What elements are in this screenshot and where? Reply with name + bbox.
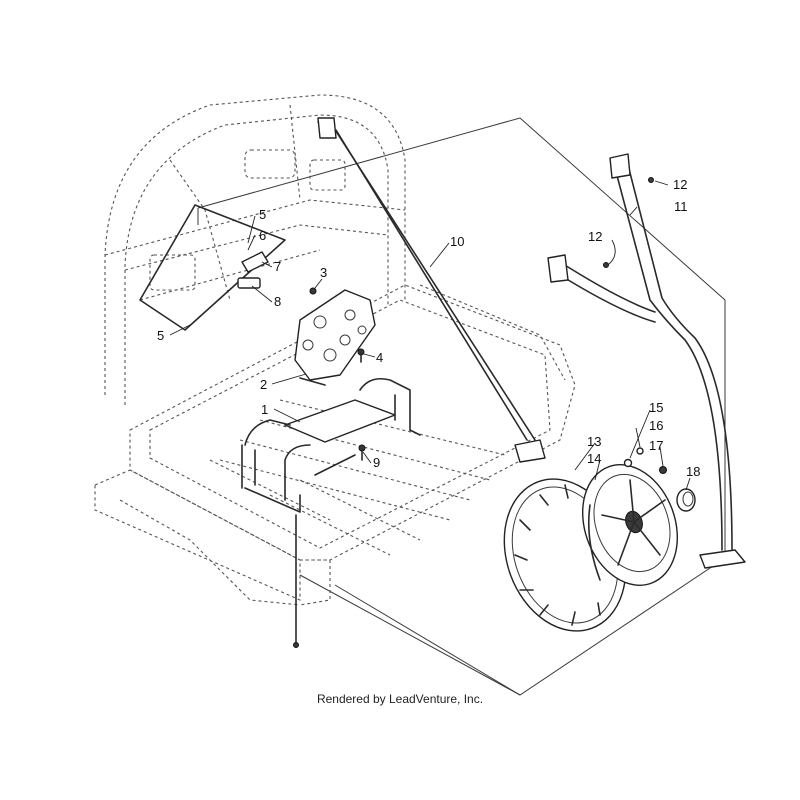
callout-8: 8 <box>274 294 281 309</box>
rear-panel <box>139 204 286 331</box>
callout-4: 4 <box>376 350 383 365</box>
frame-fastener <box>293 514 299 648</box>
callout-15: 15 <box>649 400 663 415</box>
base-frame <box>241 377 421 513</box>
mounting-plate <box>294 289 376 386</box>
callout-1: 1 <box>261 402 268 417</box>
callout-16: 16 <box>649 418 663 433</box>
carrier-bolt-lower <box>603 262 609 268</box>
callout-12b: 12 <box>588 229 602 244</box>
carrier-bolt-upper <box>648 177 654 183</box>
callout-6: 6 <box>259 228 266 243</box>
callout-14: 14 <box>587 451 601 466</box>
callout-3: 3 <box>320 265 327 280</box>
wheel-rim <box>581 464 679 586</box>
bolt-9 <box>358 444 366 461</box>
callout-5b: 5 <box>157 328 164 343</box>
callout-11: 11 <box>674 199 688 214</box>
panel-bracket <box>237 251 269 289</box>
cargo-bed <box>94 284 576 606</box>
callout-12a: 12 <box>673 177 687 192</box>
explode-boundary <box>197 117 726 696</box>
callout-13: 13 <box>587 434 601 449</box>
callout-10: 10 <box>450 234 464 249</box>
bolt-4 <box>357 348 365 363</box>
leader-lines <box>169 180 691 491</box>
lug-hardware <box>623 447 667 474</box>
callout-17: 17 <box>649 438 663 453</box>
tire-carrier <box>547 153 746 569</box>
callout-18: 18 <box>686 464 700 479</box>
callout-5a: 5 <box>259 207 266 222</box>
callout-7: 7 <box>274 259 281 274</box>
callout-labels: 1 2 3 4 5 5 6 7 8 9 10 11 12 12 13 14 15… <box>157 177 700 479</box>
roll-cage <box>104 94 406 405</box>
callout-9: 9 <box>373 455 380 470</box>
footer-credit: Rendered by LeadVenture, Inc. <box>316 692 484 706</box>
bolt-3 <box>309 287 317 295</box>
support-tube <box>317 117 546 463</box>
callout-2: 2 <box>260 377 267 392</box>
center-cap <box>676 488 696 512</box>
